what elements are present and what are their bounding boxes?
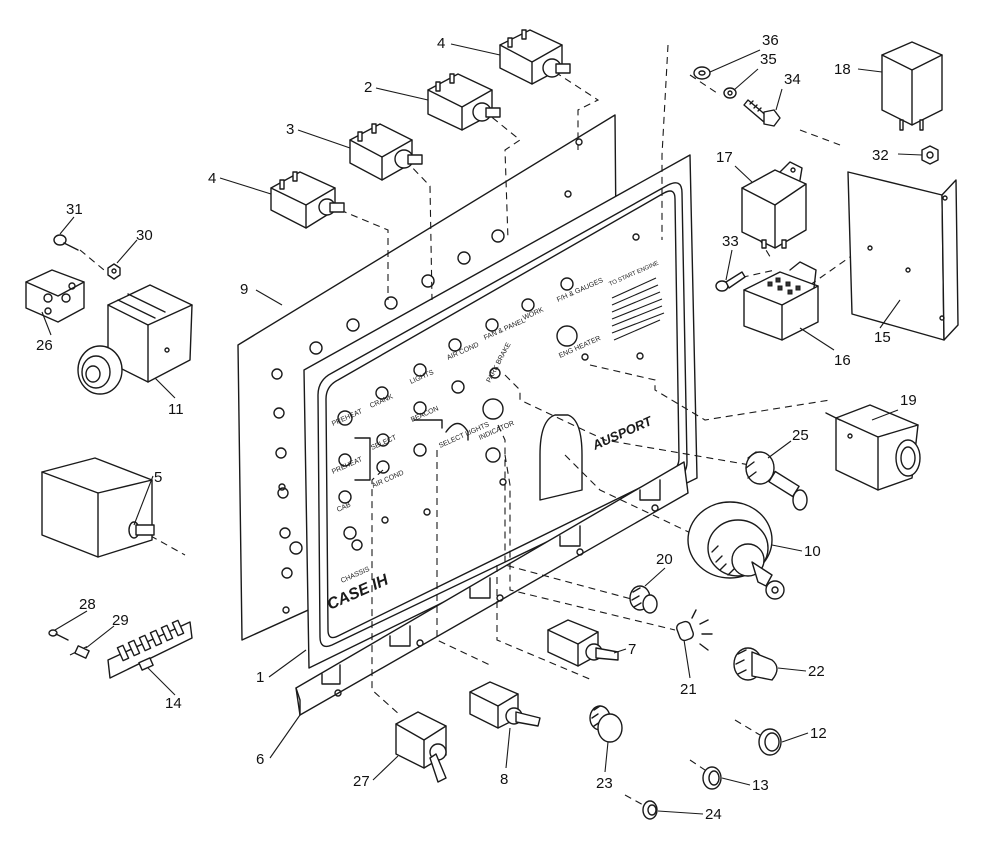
connector-block-26 [25, 269, 85, 323]
callout-17: 17 [716, 149, 733, 166]
bolt-34 [743, 99, 781, 127]
callout-23: 23 [596, 775, 613, 792]
leader-lines [41, 43, 923, 815]
spacer-29 [74, 645, 90, 659]
callout-34: 34 [784, 71, 801, 88]
callout-16: 16 [834, 352, 851, 369]
switch-25 [745, 451, 808, 511]
ignition-switch-10 [687, 501, 785, 600]
callout-1: 1 [256, 669, 264, 686]
plug-24 [642, 800, 658, 820]
toggle-switch-7 [547, 619, 619, 667]
callout-36: 36 [762, 32, 779, 49]
callout-5: 5 [154, 469, 162, 486]
indicator-lamp-20 [629, 585, 658, 614]
screw-33 [715, 271, 746, 292]
push-button-22 [733, 647, 778, 681]
callout-21: 21 [680, 681, 697, 698]
front-panel-holes [337, 233, 644, 551]
relay-18 [881, 41, 943, 131]
callout-4b: 4 [437, 35, 445, 52]
callout-8: 8 [500, 771, 508, 788]
nut-30 [107, 263, 121, 280]
callout-2: 2 [364, 79, 372, 96]
callout-27: 27 [353, 773, 370, 790]
plug-13 [702, 766, 722, 790]
callout-labels: 4 2 3 4 9 1 6 5 31 30 26 11 28 29 14 36 … [36, 32, 917, 823]
relay-socket-pins [767, 277, 801, 295]
callout-20: 20 [656, 551, 673, 568]
callout-12: 12 [810, 725, 827, 742]
screw-31 [53, 234, 79, 251]
callout-4a: 4 [208, 170, 216, 187]
bulb-21 [676, 609, 713, 651]
cover-box-5 [41, 457, 155, 558]
switch-housing-19 [825, 404, 921, 491]
callout-9: 9 [240, 281, 248, 298]
toggle-switch-8 [469, 681, 541, 729]
relay-17 [741, 161, 807, 249]
callout-7: 7 [628, 641, 636, 658]
terminal-strip-14 [107, 619, 193, 679]
callout-10: 10 [804, 543, 821, 560]
callout-13: 13 [752, 777, 769, 794]
callout-26: 26 [36, 337, 53, 354]
callout-6: 6 [256, 751, 264, 768]
circuit-breaker-3 [349, 123, 423, 181]
callout-28: 28 [79, 596, 96, 613]
washer-36 [693, 66, 711, 80]
circuit-breaker-4b [499, 29, 571, 85]
callout-3: 3 [286, 121, 294, 138]
front-decal-panel: PREHEAT CRANK LIGHTS AIR COND FAN & PANE… [303, 154, 698, 669]
callout-33: 33 [722, 233, 739, 250]
plug-housing-11 [77, 284, 193, 395]
callout-14: 14 [165, 695, 182, 712]
rear-panel-holes [271, 138, 583, 614]
callout-35: 35 [760, 51, 777, 68]
washer-35 [723, 87, 737, 99]
circuit-breaker-2 [427, 73, 501, 131]
callout-24: 24 [705, 806, 722, 823]
rotary-knob-23 [589, 705, 623, 743]
callout-29: 29 [112, 612, 129, 629]
notice-text-lines [611, 277, 665, 341]
circuit-breaker-4a [270, 171, 345, 229]
nut-32 [921, 145, 939, 165]
callout-22: 22 [808, 663, 825, 680]
callout-32: 32 [872, 147, 889, 164]
callout-30: 30 [136, 227, 153, 244]
lower-bracket [295, 461, 689, 716]
plug-12 [758, 728, 782, 756]
callout-31: 31 [66, 201, 83, 218]
callout-15: 15 [874, 329, 891, 346]
mounting-plate-15 [847, 171, 959, 341]
callout-18: 18 [834, 61, 851, 78]
relay-socket-16 [743, 261, 819, 341]
callout-19: 19 [900, 392, 917, 409]
toggle-switch-27 [395, 711, 447, 783]
callout-11: 11 [168, 401, 184, 418]
callout-25: 25 [792, 427, 809, 444]
screw-28 [48, 629, 69, 641]
